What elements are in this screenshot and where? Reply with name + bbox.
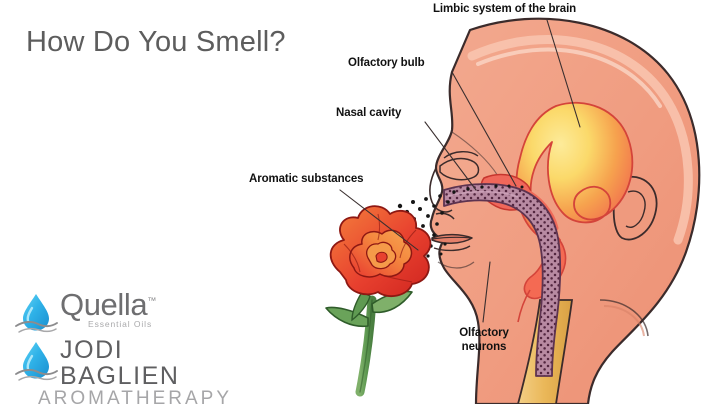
label-leader-lines: [339, 19, 581, 323]
leader-limbic: [546, 19, 581, 128]
label-aromatic-substances: Aromatic substances: [249, 173, 364, 185]
jodi-baglien-wordmark: JODI BAGLIEN: [60, 336, 180, 390]
leader-bulb: [451, 71, 517, 187]
label-limbic-system: Limbic system of the brain: [433, 3, 577, 15]
label-nasal-cavity: Nasal cavity: [336, 107, 402, 119]
water-drop-icon: [12, 288, 60, 336]
leader-nasal: [424, 121, 477, 191]
quella-name: Quella: [60, 287, 148, 322]
leader-neurons: [482, 261, 491, 323]
jodi-baglien-tagline: AROMATHERAPY: [38, 388, 233, 404]
label-olfactory-bulb: Olfactory bulb: [348, 57, 425, 69]
leader-aromatic: [339, 189, 419, 251]
quella-tagline: Essential Oils: [88, 319, 153, 329]
trademark-symbol: ™: [147, 295, 157, 306]
quella-wordmark: Quella™: [60, 289, 156, 320]
nasal-cavity-membrane: [443, 183, 562, 377]
rose-flower: [325, 205, 432, 397]
logo-block: Quella™ Essential Oils: [12, 288, 282, 404]
page-title: How Do You Smell?: [26, 26, 286, 58]
label-olfactory-neurons: Olfactory neurons: [459, 327, 509, 353]
water-drop-icon: [12, 336, 60, 384]
